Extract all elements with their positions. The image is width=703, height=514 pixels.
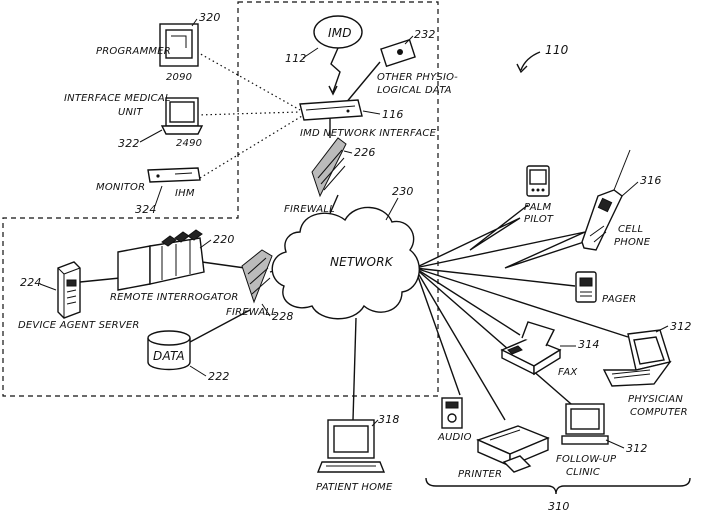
svg-text:DEVICE AGENT SERVER: DEVICE AGENT SERVER — [18, 320, 140, 331]
palm-pilot-node: PALM PILOT — [524, 166, 554, 225]
svg-text:232: 232 — [414, 28, 436, 41]
svg-text:LOGICAL DATA: LOGICAL DATA — [377, 85, 452, 96]
svg-text:REMOTE INTERROGATOR: REMOTE INTERROGATOR — [110, 292, 239, 303]
figure-number: 110 — [517, 43, 569, 72]
monitor-node: MONITOR IHM 324 — [96, 168, 200, 216]
svg-text:PHONE: PHONE — [614, 237, 651, 248]
svg-text:PROGRAMMER: PROGRAMMER — [96, 46, 171, 57]
svg-text:230: 230 — [392, 185, 414, 198]
imd-node: IMD 112 — [285, 16, 362, 94]
svg-text:226: 226 — [354, 146, 376, 159]
svg-text:2490: 2490 — [176, 138, 202, 149]
svg-text:IMD NETWORK INTERFACE: IMD NETWORK INTERFACE — [300, 128, 437, 139]
svg-text:228: 228 — [272, 310, 294, 323]
svg-text:324: 324 — [135, 203, 157, 216]
svg-text:310: 310 — [548, 500, 570, 513]
svg-text:CLINIC: CLINIC — [566, 467, 600, 478]
firewall-top-node: 226 FIREWALL — [284, 138, 376, 215]
cell-phone-node: 316 CELL PHONE — [582, 150, 662, 250]
system-boundary — [3, 2, 438, 396]
interface-medical-unit-node: INTERFACE MEDICAL UNIT 322 2490 — [64, 93, 202, 150]
svg-text:220: 220 — [213, 233, 235, 246]
programmer-node: 320 PROGRAMMER 2090 — [96, 11, 221, 83]
remote-group-bracket: 310 — [426, 478, 690, 513]
imd-network-interface-node: IMD NETWORK INTERFACE 116 — [300, 100, 437, 139]
svg-text:112: 112 — [285, 52, 307, 65]
svg-text:322: 322 — [118, 137, 140, 150]
svg-text:PAGER: PAGER — [602, 294, 636, 305]
svg-text:FOLLOW-UP: FOLLOW-UP — [556, 454, 617, 465]
svg-text:312: 312 — [670, 320, 692, 333]
fax-node: 314 FAX — [502, 322, 600, 378]
svg-text:UNIT: UNIT — [118, 107, 143, 118]
svg-text:NETWORK: NETWORK — [330, 255, 394, 269]
audio-node: AUDIO — [437, 398, 472, 443]
svg-text:320: 320 — [199, 11, 221, 24]
svg-text:224: 224 — [20, 276, 42, 289]
data-store-node: DATA 222 — [148, 331, 230, 383]
svg-text:312: 312 — [626, 442, 648, 455]
svg-text:IHM: IHM — [175, 188, 195, 199]
svg-text:PALM: PALM — [524, 202, 552, 213]
svg-text:FIREWALL: FIREWALL — [226, 307, 277, 318]
svg-text:2090: 2090 — [166, 72, 192, 83]
svg-text:FAX: FAX — [558, 367, 578, 378]
svg-text:OTHER PHYSIO-: OTHER PHYSIO- — [377, 72, 458, 83]
svg-text:PHYSICIAN: PHYSICIAN — [628, 394, 683, 405]
svg-text:PATIENT HOME: PATIENT HOME — [316, 482, 393, 493]
svg-text:PILOT: PILOT — [524, 214, 554, 225]
pager-node: PAGER — [576, 272, 636, 305]
svg-text:CELL: CELL — [618, 224, 643, 235]
svg-text:316: 316 — [640, 174, 662, 187]
svg-text:116: 116 — [382, 108, 404, 121]
svg-text:PRINTER: PRINTER — [458, 469, 502, 480]
remote-interrogator-node: 220 REMOTE INTERROGATOR — [110, 230, 239, 303]
svg-text:222: 222 — [208, 370, 230, 383]
svg-text:318: 318 — [378, 413, 400, 426]
svg-text:MONITOR: MONITOR — [96, 182, 145, 193]
svg-text:IMD: IMD — [328, 26, 352, 40]
physician-computer-node: 312 PHYSICIAN COMPUTER — [604, 320, 692, 418]
svg-text:110: 110 — [545, 43, 569, 57]
svg-text:AUDIO: AUDIO — [437, 432, 472, 443]
svg-text:DATA: DATA — [153, 349, 185, 363]
other-physio-node: 232 OTHER PHYSIO- LOGICAL DATA — [377, 28, 458, 96]
svg-text:COMPUTER: COMPUTER — [630, 407, 688, 418]
svg-text:314: 314 — [578, 338, 600, 351]
svg-text:INTERFACE MEDICAL: INTERFACE MEDICAL — [64, 93, 171, 104]
patient-home-node: 318 PATIENT HOME — [316, 413, 400, 493]
